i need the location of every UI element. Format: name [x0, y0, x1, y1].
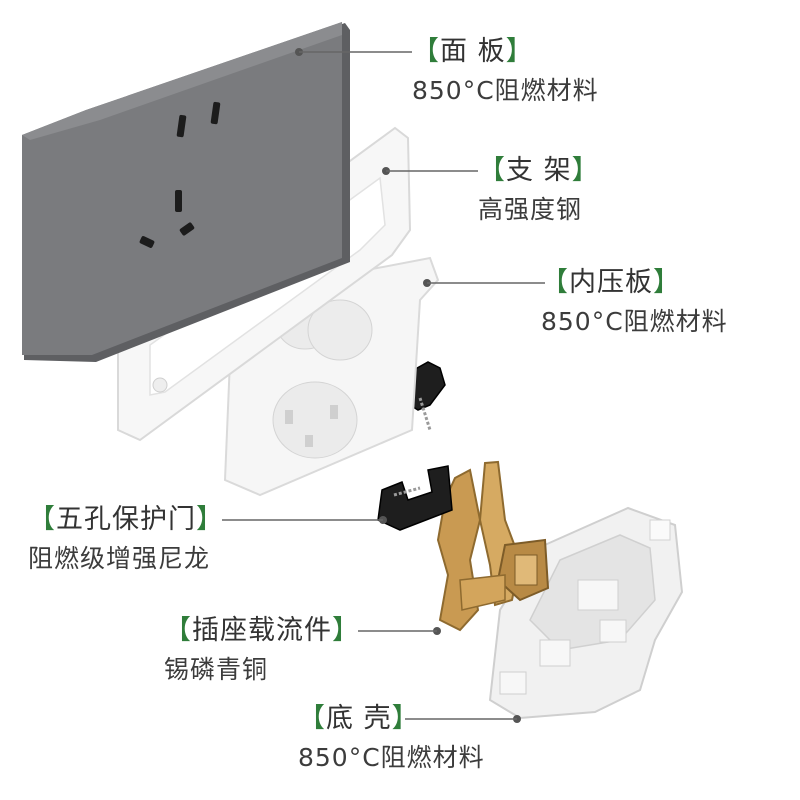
label-shutter-material: 阻燃级增强尼龙 [28, 544, 211, 573]
label-inner-plate-title: 【内压板】 [541, 267, 681, 298]
label-frame-title: 【支 架】 [478, 155, 600, 186]
label-base-title: 【底 壳】 [298, 703, 420, 734]
panel-illustration [22, 22, 350, 362]
label-inner-plate: 【内压板】 850°C阻燃材料 [541, 266, 728, 338]
label-shutter-title: 【五孔保护门】 [28, 504, 224, 535]
label-conductor-title: 【插座载流件】 [164, 615, 360, 646]
label-panel-material: 850°C阻燃材料 [412, 76, 599, 105]
label-frame: 【支 架】 高强度钢 [478, 154, 600, 226]
label-base: 【底 壳】 850°C阻燃材料 [298, 702, 485, 774]
label-panel: 【面 板】 850°C阻燃材料 [412, 35, 599, 107]
label-panel-title: 【面 板】 [412, 36, 534, 67]
conductor-illustration [433, 460, 550, 635]
label-frame-material: 高强度钢 [478, 195, 583, 224]
base-shell-illustration [488, 506, 684, 723]
label-base-material: 850°C阻燃材料 [298, 743, 485, 772]
label-shutter: 【五孔保护门】 阻燃级增强尼龙 [28, 503, 224, 575]
label-conductor-material: 锡磷青铜 [164, 655, 269, 684]
label-conductor: 【插座载流件】 锡磷青铜 [164, 614, 360, 686]
leader-lines [222, 51, 545, 720]
label-inner-plate-material: 850°C阻燃材料 [541, 307, 728, 336]
